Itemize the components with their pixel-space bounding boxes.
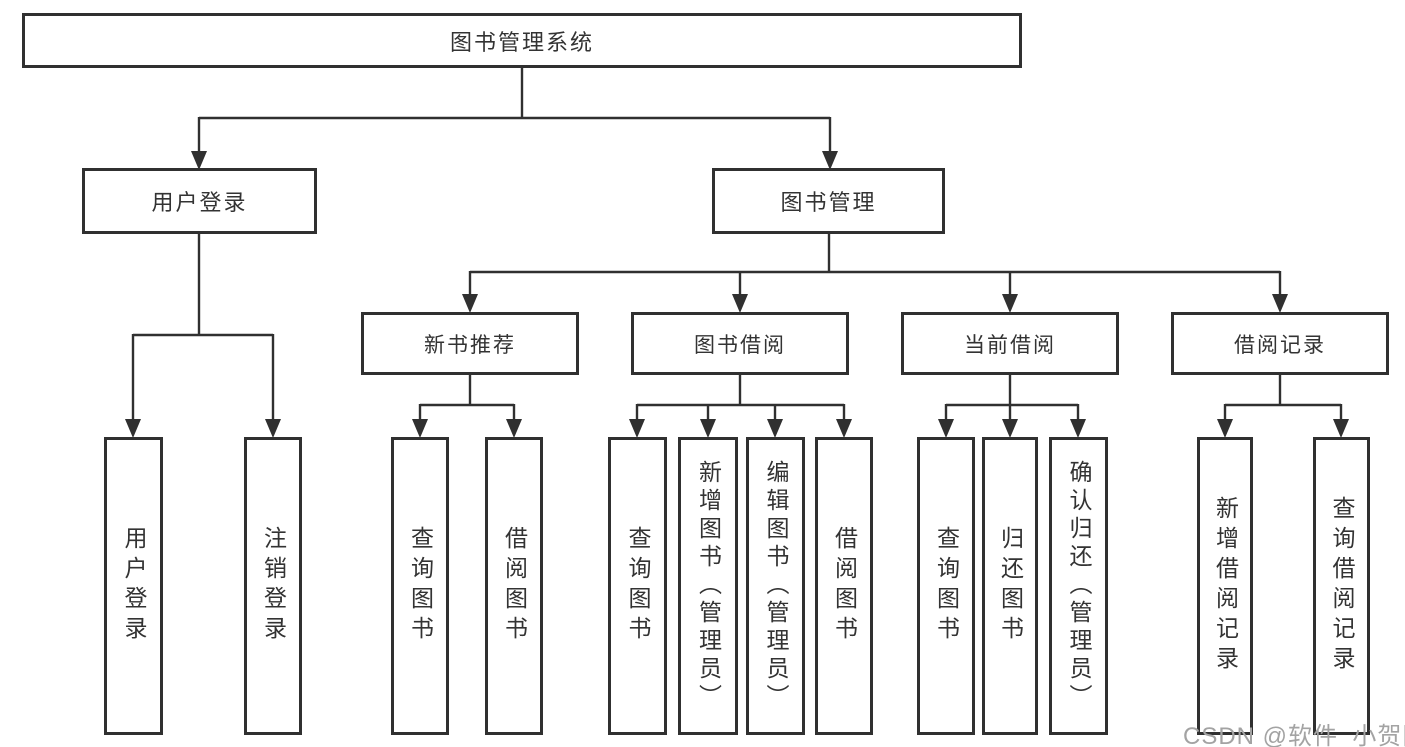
arrowhead (191, 151, 207, 170)
arrowhead (836, 419, 852, 438)
leaf-edit-book-admin: 编辑图书（管理员） (746, 437, 805, 735)
arrowhead (629, 419, 645, 438)
arrowhead (462, 294, 478, 313)
node-book-borrowing: 图书借阅 (631, 312, 849, 375)
arrowhead (1333, 419, 1349, 438)
leaf-return-books: 归还图书 (982, 437, 1038, 735)
leaf-borrow-books-recommend: 借阅图书 (485, 437, 543, 735)
arrowhead (125, 419, 141, 438)
node-book-management: 图书管理 (712, 168, 945, 234)
leaf-query-books-borrowing: 查询图书 (608, 437, 667, 735)
node-current-borrowing: 当前借阅 (901, 312, 1119, 375)
arrowhead (412, 419, 428, 438)
arrowhead (732, 294, 748, 313)
leaf-user-login: 用户登录 (104, 437, 163, 735)
node-borrowing-records: 借阅记录 (1171, 312, 1389, 375)
arrowhead (1002, 419, 1018, 438)
arrowhead (1002, 294, 1018, 313)
node-new-book-recommendation: 新书推荐 (361, 312, 579, 375)
leaf-add-borrow-record: 新增借阅记录 (1197, 437, 1253, 735)
arrowhead (1272, 294, 1288, 313)
arrowhead (506, 419, 522, 438)
leaf-confirm-return-admin: 确认归还（管理员） (1049, 437, 1108, 735)
arrowhead (767, 419, 783, 438)
arrowhead (938, 419, 954, 438)
node-user-login: 用户登录 (82, 168, 317, 234)
arrowhead (700, 419, 716, 438)
leaf-logout: 注销登录 (244, 437, 302, 735)
node-library-management-system: 图书管理系统 (22, 13, 1022, 68)
leaf-query-books-recommend: 查询图书 (391, 437, 449, 735)
csdn-watermark: CSDN @软件_小贺同学 (1183, 723, 1405, 747)
leaf-borrow-books-borrowing: 借阅图书 (815, 437, 873, 735)
arrowhead (822, 151, 838, 170)
arrowhead (265, 419, 281, 438)
arrowhead (1217, 419, 1233, 438)
leaf-add-book-admin: 新增图书（管理员） (678, 437, 738, 735)
arrowhead (1070, 419, 1086, 438)
leaf-query-borrow-record: 查询借阅记录 (1313, 437, 1370, 735)
leaf-query-books-current: 查询图书 (917, 437, 975, 735)
